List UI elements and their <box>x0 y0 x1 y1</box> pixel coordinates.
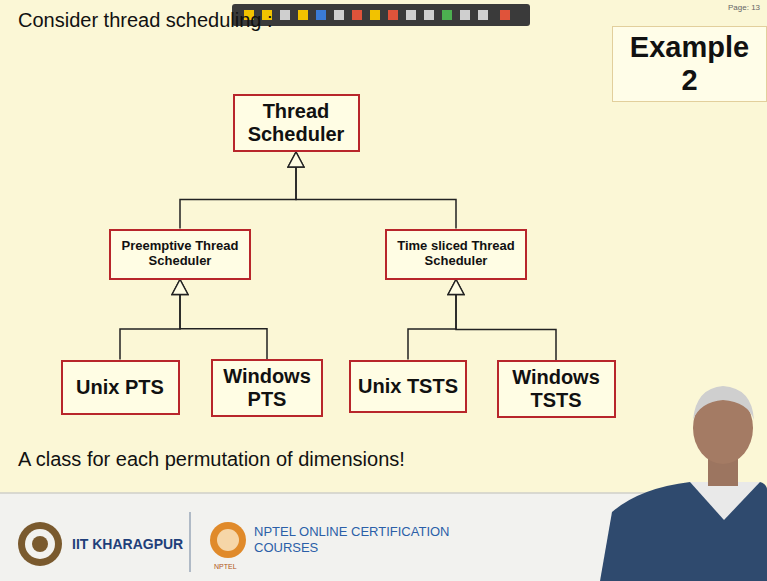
class-box: Time sliced Thread Scheduler <box>385 229 527 280</box>
inheritance-connector <box>120 295 180 360</box>
inheritance-connector <box>296 167 456 229</box>
toolbar-icons <box>244 10 510 20</box>
iit-logo <box>18 522 62 566</box>
class-name: Example 2 <box>619 31 760 98</box>
class-box: Thread Scheduler <box>233 94 360 152</box>
inheritance-connector <box>180 295 267 360</box>
presenter-figure <box>600 386 767 581</box>
inheritance-connector <box>456 295 556 361</box>
class-name: Unix TSTS <box>358 375 458 398</box>
footer-institute: IIT KHARAGPUR <box>72 536 183 553</box>
class-box: Windows PTS <box>211 359 323 417</box>
example-tag: Example 2 <box>612 26 767 103</box>
class-name: Time sliced Thread Scheduler <box>393 239 519 269</box>
page-number: Page: 13 <box>728 3 760 13</box>
footer-logo-text: NPTEL <box>214 563 237 571</box>
class-box: Unix TSTS <box>349 360 467 413</box>
inheritance-connector <box>408 295 456 360</box>
class-name: Windows PTS <box>219 365 315 411</box>
footer-course: NPTEL ONLINE CERTIFICATION COURSES <box>254 524 469 555</box>
slide-title: Consider thread scheduling : <box>18 9 273 32</box>
class-name: Thread Scheduler <box>241 100 352 146</box>
slide-note: A class for each permutation of dimensio… <box>18 447 405 471</box>
class-name: Unix PTS <box>76 376 164 399</box>
toolbar <box>232 4 530 26</box>
class-name: Windows TSTS <box>505 366 608 412</box>
inheritance-connector <box>180 167 296 229</box>
class-box: Unix PTS <box>61 360 180 415</box>
class-name: Preemptive Thread Scheduler <box>117 239 243 269</box>
class-box: Preemptive Thread Scheduler <box>109 229 251 280</box>
nptel-logo <box>210 522 246 558</box>
class-box: Windows TSTS <box>497 360 616 418</box>
footer-separator <box>189 512 191 572</box>
